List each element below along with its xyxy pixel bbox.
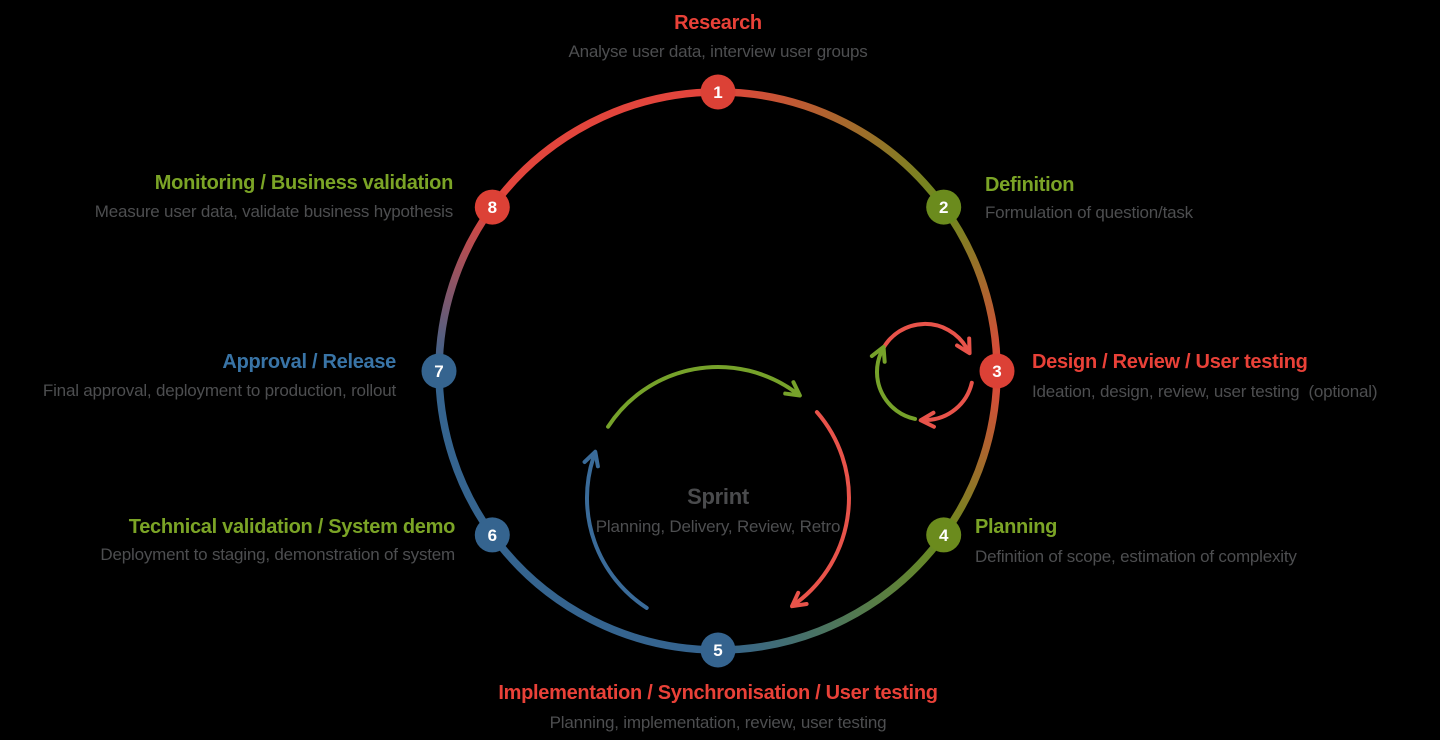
stage-4-subtitle: Definition of scope, estimation of compl… <box>975 547 1297 566</box>
stage-6-node <box>474 517 510 553</box>
ring-segment-7-8 <box>435 204 496 372</box>
stage-2-node-number: 2 <box>939 198 948 217</box>
stage-7-title: Approval / Release <box>222 351 396 373</box>
sprint-cycle-green-arrow <box>606 364 802 429</box>
stage-2-title: Definition <box>985 174 1075 196</box>
ring-segment-2-3 <box>940 204 1001 372</box>
stage-7-subtitle: Final approval, deployment to production… <box>42 381 396 400</box>
sprint-cycle-blue-arrow <box>582 449 649 610</box>
stage-8-node <box>474 189 510 225</box>
ring-segment-6-7 <box>435 370 496 538</box>
stage-6-title: Technical validation / System demo <box>128 516 456 538</box>
stage-1-subtitle: Analyse user data, interview user groups <box>568 42 868 61</box>
sprint-cycle <box>582 364 851 610</box>
ring-segment-1-2 <box>717 88 947 210</box>
stage-4-title: Planning <box>975 516 1058 538</box>
stage-5-node <box>700 632 736 668</box>
stage-5-subtitle: Planning, implementation, review, user t… <box>549 713 887 732</box>
stage-nodes: 1 2 3 4 5 6 7 8 <box>421 74 1015 668</box>
ring-segment-4-5 <box>717 532 947 654</box>
stage-3-node <box>979 353 1015 389</box>
stage-5-node-number: 5 <box>713 641 722 660</box>
stage-4-node-number: 4 <box>939 526 949 545</box>
stage-3-subtitle: Ideation, design, review, user testing (… <box>1032 382 1378 401</box>
iteration-loop-bottom-red-arrow <box>918 380 974 429</box>
iteration-loop-top-red-arrow <box>880 321 972 356</box>
stage-8-subtitle: Measure user data, validate business hyp… <box>94 202 453 221</box>
stage-4-node <box>926 517 962 553</box>
stage-1-node-number: 1 <box>713 83 722 102</box>
stage-7-node-number: 7 <box>434 362 443 381</box>
ring-segment-3-4 <box>940 370 1001 538</box>
iteration-loop <box>869 321 974 429</box>
stage-6-subtitle: Deployment to staging, demonstration of … <box>100 545 455 564</box>
stage-8-node-number: 8 <box>488 198 497 217</box>
stage-3-title: Design / Review / User testing <box>1032 351 1308 373</box>
sprint-cycle-red-arrow <box>790 410 851 609</box>
ring-segment-5-6 <box>489 532 719 654</box>
sprint-title: Sprint <box>687 484 749 509</box>
stage-2-subtitle: Formulation of question/task <box>985 203 1193 222</box>
stage-1-node <box>700 74 736 110</box>
stage-6-node-number: 6 <box>488 526 497 545</box>
iteration-loop-green-arrow <box>869 345 917 421</box>
stage-8-title: Monitoring / Business validation <box>154 172 454 194</box>
stage-3-node-number: 3 <box>992 362 1001 381</box>
sprint-subtitle: Planning, Delivery, Review, Retro <box>595 517 841 536</box>
stage-7-node <box>421 353 457 389</box>
stage-5-title: Implementation / Synchronisation / User … <box>498 682 938 704</box>
ring-segment-8-1 <box>489 88 719 210</box>
lifecycle-ring <box>435 88 1001 654</box>
stage-1-title: Research <box>674 12 762 34</box>
stage-2-node <box>926 189 962 225</box>
